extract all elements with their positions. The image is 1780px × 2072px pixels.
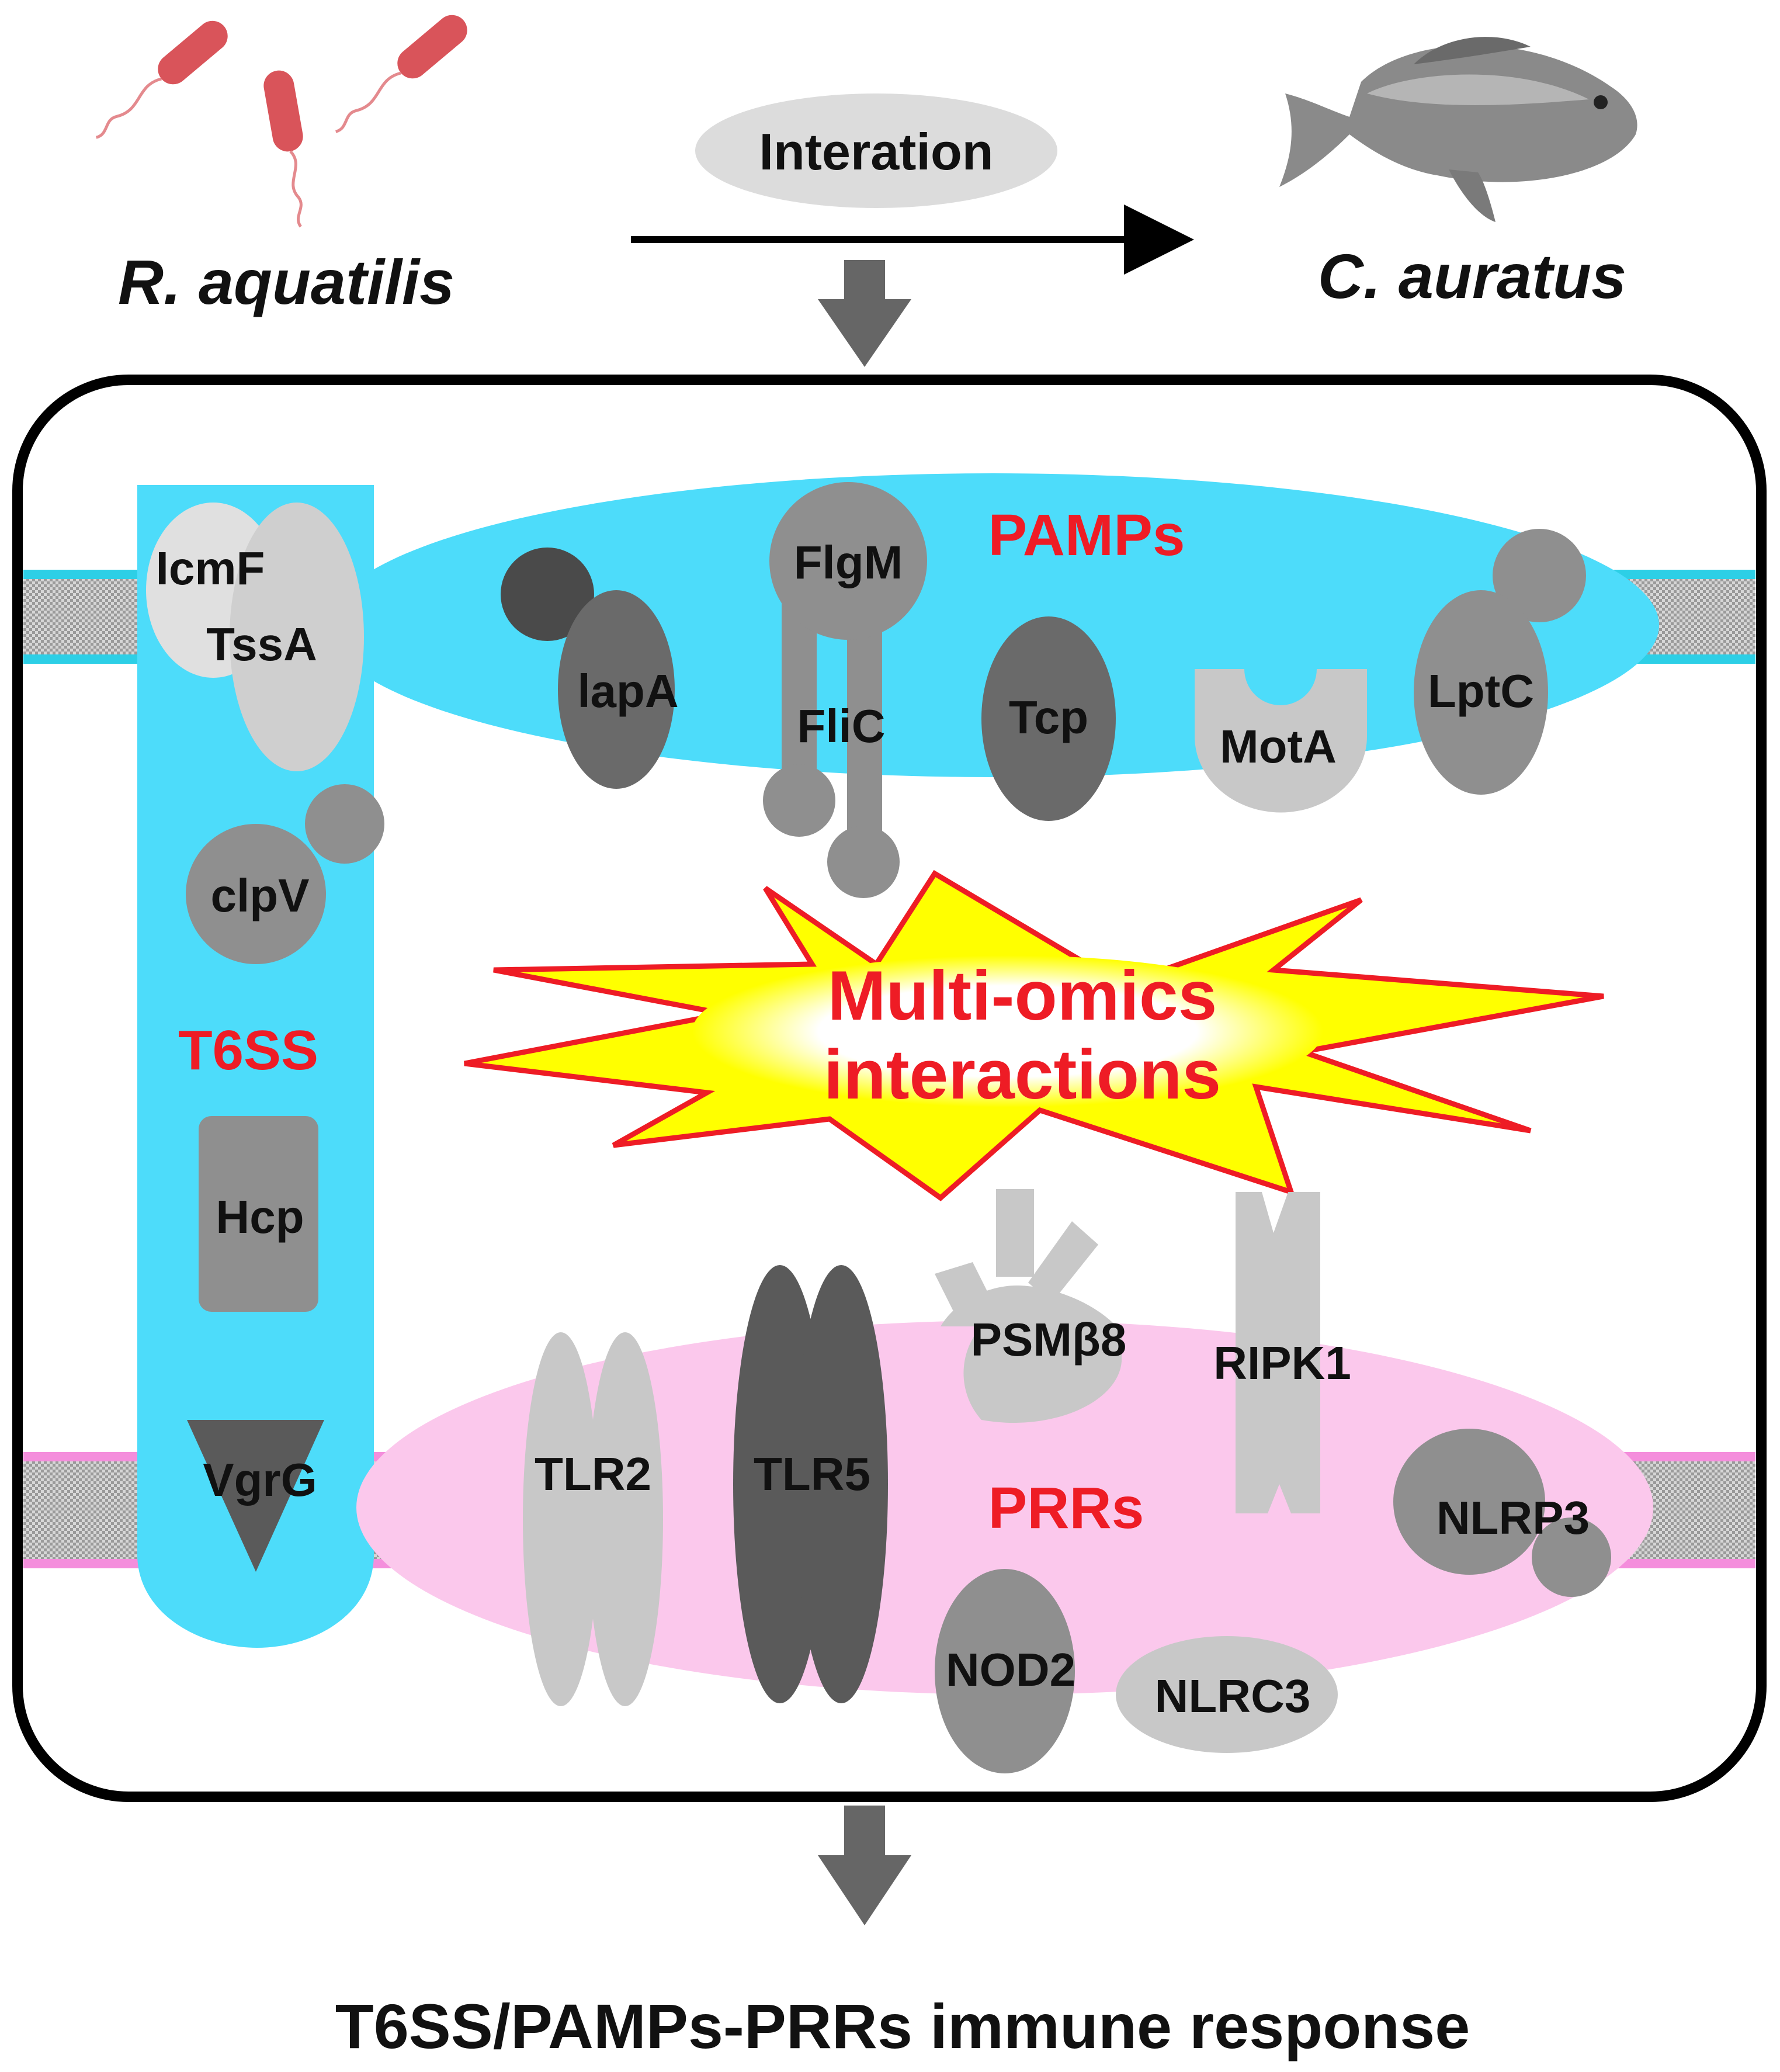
- mota-shape: [1195, 669, 1367, 813]
- t6ss-label: T6SS: [178, 1019, 318, 1082]
- hcp-label: Hcp: [216, 1191, 304, 1243]
- down-arrow-bottom: [818, 1806, 911, 1925]
- lapa-label: lapA: [577, 665, 678, 717]
- lptc-cap-shape: [1493, 529, 1586, 622]
- lapa-cap-shape: [501, 548, 594, 641]
- immune-response-label: T6SS/PAMPs-PRRs immune response: [335, 1991, 1470, 2061]
- flgm-shape: [769, 482, 927, 640]
- hcp-shape: [199, 1116, 318, 1312]
- pamps-label: PAMPs: [988, 503, 1185, 568]
- prrs-label: PRRs: [988, 1475, 1144, 1541]
- t6ss-column: [137, 485, 374, 1648]
- multi-omics-line2: interactions: [824, 1035, 1221, 1114]
- mota-label: MotA: [1220, 720, 1337, 772]
- tlr2-label: TLR2: [535, 1448, 651, 1500]
- prrs-region: [356, 1321, 1653, 1695]
- clpv-label: clpV: [211, 869, 310, 921]
- host-label: C. auratus: [1318, 241, 1626, 311]
- lptc-label: LptC: [1428, 665, 1534, 717]
- clpv-shape: [186, 824, 326, 964]
- tlr2-right-shape: [587, 1332, 663, 1706]
- nod2-label: NOD2: [946, 1644, 1075, 1696]
- tcp-label: Tcp: [1009, 691, 1088, 743]
- fish-illustration: [1279, 37, 1637, 222]
- psmb8-label: PSMβ8: [971, 1314, 1127, 1366]
- bacteria-illustration: [95, 15, 467, 228]
- clpv-small-shape: [305, 784, 384, 864]
- lptc-shape: [1414, 590, 1548, 795]
- flgm-label: FlgM: [794, 536, 903, 588]
- icmf-label: IcmF: [156, 542, 265, 594]
- flic-stalk-right: [847, 614, 882, 841]
- nlrc3-shape: [1116, 1636, 1338, 1753]
- bacteria-label: R. aquatilis: [118, 247, 454, 317]
- ripk1-shape: [1236, 1192, 1320, 1513]
- tlr5-label: TLR5: [754, 1448, 870, 1500]
- flic-label: FliC: [797, 700, 885, 752]
- nod2-shape: [935, 1569, 1075, 1773]
- tssa-label: TssA: [206, 618, 317, 670]
- nlrp3-shape: [1393, 1429, 1545, 1575]
- tlr5-right-shape: [794, 1265, 888, 1703]
- lapa-shape: [558, 590, 675, 789]
- multi-omics-glow: [692, 955, 1323, 1107]
- ripk1-label: RIPK1: [1213, 1337, 1351, 1389]
- interaction-ellipse: [695, 93, 1057, 208]
- tlr2-left-shape: [523, 1332, 599, 1706]
- flic-foot-right: [827, 826, 900, 898]
- interaction-label: Interation: [759, 123, 994, 181]
- multi-omics-line1: Multi-omics: [828, 957, 1217, 1035]
- nlrc3-label: NLRC3: [1155, 1670, 1311, 1722]
- psmb8-shape: [935, 1189, 1122, 1423]
- down-arrow-top: [818, 260, 911, 367]
- tssa-shape: [230, 503, 364, 771]
- vgrg-shape: [187, 1420, 324, 1572]
- nlrp3-label: NLRP3: [1437, 1492, 1590, 1544]
- nlrp3-small-shape: [1532, 1517, 1611, 1597]
- vgrg-label: VgrG: [203, 1454, 317, 1506]
- tcp-shape: [981, 616, 1116, 821]
- flic-foot-left: [763, 764, 835, 837]
